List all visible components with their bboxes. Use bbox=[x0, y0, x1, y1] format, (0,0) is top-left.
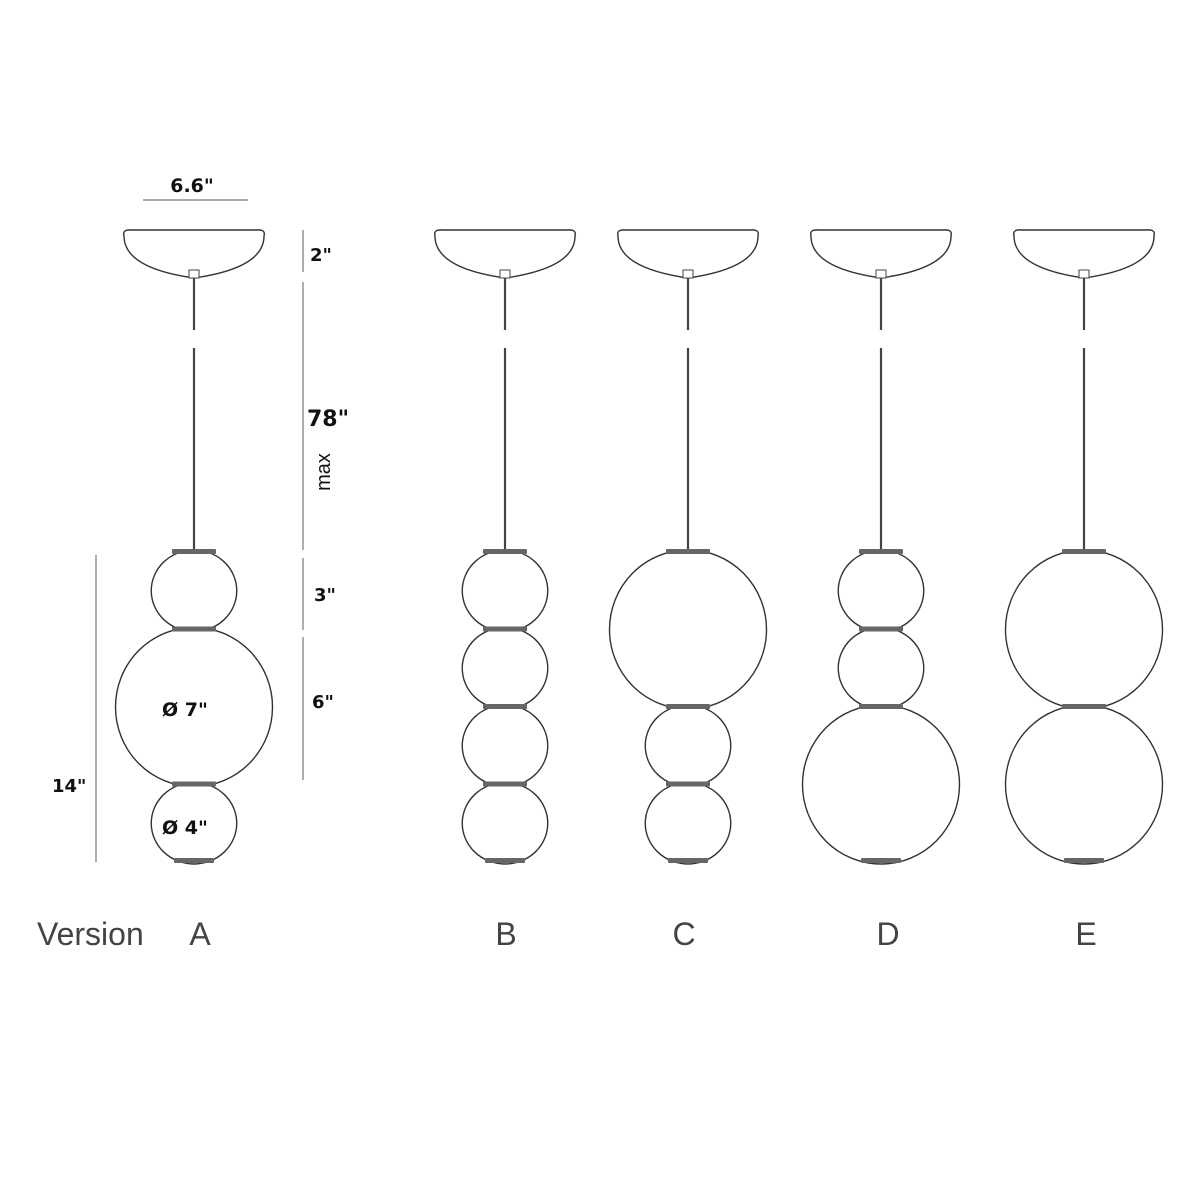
lamp-version-b bbox=[433, 229, 577, 865]
canopy-connector bbox=[1078, 269, 1090, 279]
sphere-joint-ring bbox=[483, 549, 527, 554]
sphere-joint-ring bbox=[1062, 704, 1106, 709]
large-sphere bbox=[801, 704, 961, 865]
cable-length-label: 78" bbox=[307, 407, 349, 432]
sphere-joint-ring bbox=[1062, 549, 1106, 554]
sphere-joint-ring bbox=[666, 781, 710, 787]
small-sphere bbox=[150, 549, 238, 633]
canopy bbox=[122, 229, 266, 279]
canopy-connector bbox=[499, 269, 511, 279]
version-c-label: C bbox=[672, 916, 695, 952]
sphere-joint-ring bbox=[859, 704, 903, 709]
small-diameter-label: Ø 4" bbox=[162, 817, 208, 839]
large-sphere-height-label: 6" bbox=[312, 692, 334, 713]
canopy bbox=[809, 229, 953, 279]
small-sphere bbox=[837, 549, 925, 633]
sphere-joint-ring bbox=[666, 549, 710, 554]
version-e-label: E bbox=[1075, 916, 1096, 952]
lamp-version-c bbox=[608, 229, 768, 865]
small-sphere bbox=[644, 781, 732, 865]
version-a-label: A bbox=[189, 916, 211, 952]
small-sphere bbox=[461, 626, 549, 710]
sphere-joint-ring bbox=[172, 626, 216, 632]
sphere-joint-ring bbox=[172, 781, 216, 787]
sphere-joint-ring bbox=[483, 626, 527, 632]
large-sphere bbox=[1004, 704, 1164, 865]
small-sphere bbox=[644, 704, 732, 788]
bottom-cap bbox=[485, 858, 525, 863]
sphere-joint-ring bbox=[859, 626, 903, 632]
bottom-cap bbox=[174, 858, 214, 863]
version-b-label: B bbox=[495, 916, 516, 952]
bottom-cap bbox=[668, 858, 708, 863]
sphere-joint-ring bbox=[859, 549, 903, 554]
small-sphere bbox=[837, 626, 925, 710]
dimension-lines bbox=[95, 199, 304, 862]
total-height-label: 14" bbox=[52, 776, 86, 797]
bottom-cap bbox=[861, 858, 901, 863]
version-label: Version bbox=[37, 916, 144, 952]
small-sphere bbox=[461, 704, 549, 788]
cable-max-label: max bbox=[313, 453, 335, 491]
sphere-joint-ring bbox=[483, 704, 527, 709]
canopy-connector bbox=[682, 269, 694, 279]
lamp-version-a bbox=[114, 229, 274, 865]
lamp-version-e bbox=[1004, 229, 1164, 865]
canopy bbox=[1012, 229, 1156, 279]
small-sphere bbox=[461, 781, 549, 865]
small-sphere-height-label: 3" bbox=[314, 585, 336, 606]
sphere-joint-ring bbox=[483, 781, 527, 787]
sphere-joint-ring bbox=[172, 549, 216, 554]
lamp-version-d bbox=[801, 229, 961, 865]
canopy bbox=[433, 229, 577, 279]
canopy-connector bbox=[188, 269, 200, 279]
canopy bbox=[616, 229, 760, 279]
canopy-connector bbox=[875, 269, 887, 279]
large-sphere bbox=[608, 549, 768, 710]
sphere-joint-ring bbox=[666, 704, 710, 709]
large-diameter-label: Ø 7" bbox=[162, 699, 208, 721]
version-d-label: D bbox=[876, 916, 899, 952]
large-sphere bbox=[1004, 549, 1164, 710]
small-sphere bbox=[461, 549, 549, 633]
canopy-height-label: 2" bbox=[310, 245, 332, 266]
canopy-width-label: 6.6" bbox=[170, 175, 214, 197]
bottom-cap bbox=[1064, 858, 1104, 863]
